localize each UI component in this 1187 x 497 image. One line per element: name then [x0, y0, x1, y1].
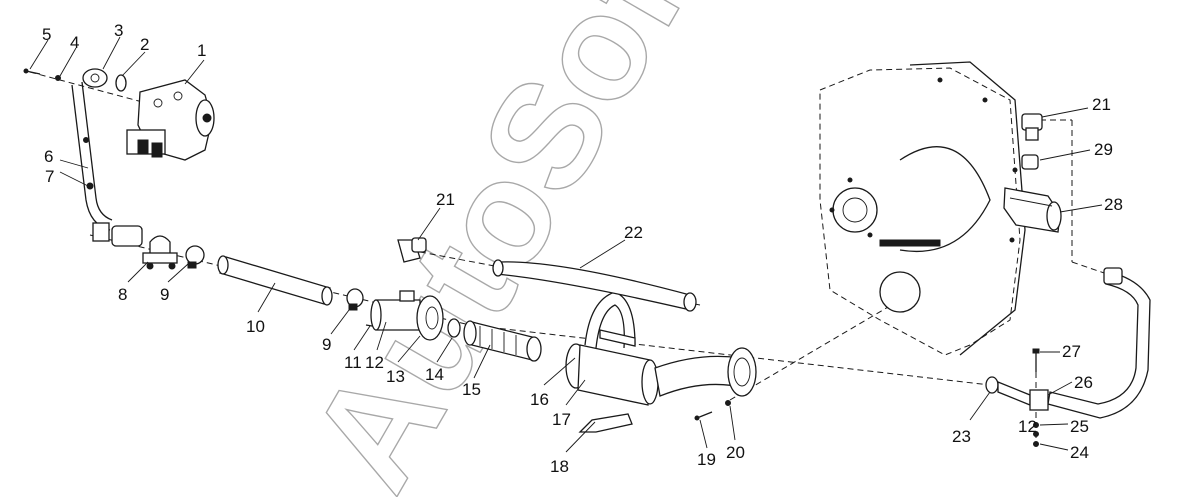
- filter-head: [370, 290, 444, 341]
- watermark: AutoSoft: [277, 0, 740, 497]
- suction-pipe-elbow: [71, 68, 143, 247]
- callout-8: 8: [118, 285, 127, 304]
- suction-hose: [217, 255, 333, 306]
- connector-block: [985, 376, 1049, 411]
- elbow-fitting: [397, 237, 427, 263]
- elbow-fitting: [1021, 113, 1043, 141]
- callout-labels: 1 2 3 4 5 6 7 8 9 10 9 11 12 13 14 15 16…: [42, 21, 1123, 476]
- callout-3: 3: [114, 21, 123, 40]
- callout-24: 24: [1070, 443, 1089, 462]
- callout-12b: 12: [1018, 417, 1037, 436]
- callout-10: 10: [246, 317, 265, 336]
- mounting-bracket: [578, 413, 633, 433]
- callout-11: 11: [344, 353, 362, 372]
- filter-housing: [565, 291, 659, 406]
- callout-13: 13: [386, 367, 405, 386]
- callout-16: 16: [530, 390, 549, 409]
- callout-5: 5: [42, 25, 51, 44]
- callout-27: 27: [1062, 342, 1081, 361]
- callout-28: 28: [1104, 195, 1123, 214]
- auxiliary-pump: [1003, 187, 1062, 233]
- transmission-housing: [819, 61, 1026, 356]
- callout-18: 18: [550, 457, 569, 476]
- callout-29: 29: [1094, 140, 1113, 159]
- callout-21b: 21: [1092, 95, 1111, 114]
- o-ring: [115, 74, 127, 92]
- callout-23: 23: [952, 427, 971, 446]
- callout-4: 4: [70, 33, 79, 52]
- adapter-fitting: [1021, 154, 1039, 170]
- callout-26: 26: [1074, 373, 1093, 392]
- leader-lines: [29, 36, 1103, 453]
- callout-9b: 9: [322, 335, 331, 354]
- callout-7: 7: [45, 167, 54, 186]
- hose-clamp: [185, 245, 205, 269]
- return-line: [1047, 267, 1151, 419]
- callout-20: 20: [726, 443, 745, 462]
- screw: [694, 400, 731, 421]
- callout-6: 6: [44, 147, 53, 166]
- callout-14: 14: [425, 365, 444, 384]
- bolt: [23, 68, 41, 75]
- callout-2: 2: [140, 35, 149, 54]
- bolt: [1032, 348, 1040, 372]
- washer: [1033, 422, 1039, 447]
- callout-25: 25: [1070, 417, 1089, 436]
- callout-19: 19: [697, 450, 716, 469]
- outlet-pipe: [654, 347, 757, 397]
- callout-9: 9: [160, 285, 169, 304]
- o-ring: [447, 318, 461, 338]
- callout-22: 22: [624, 223, 643, 242]
- washer: [55, 75, 61, 81]
- pressure-line: [492, 259, 697, 312]
- filter-element: [463, 320, 542, 362]
- svg-text:AutoSoft: AutoSoft: [277, 0, 739, 497]
- callout-17: 17: [552, 410, 571, 429]
- mounting-clamp: [142, 235, 178, 270]
- callout-15: 15: [462, 380, 481, 399]
- callout-12: 12: [365, 353, 384, 372]
- callout-1: 1: [197, 41, 206, 60]
- callout-21: 21: [436, 190, 455, 209]
- hydraulic-pump: [126, 79, 215, 161]
- hose-clamp: [346, 288, 364, 311]
